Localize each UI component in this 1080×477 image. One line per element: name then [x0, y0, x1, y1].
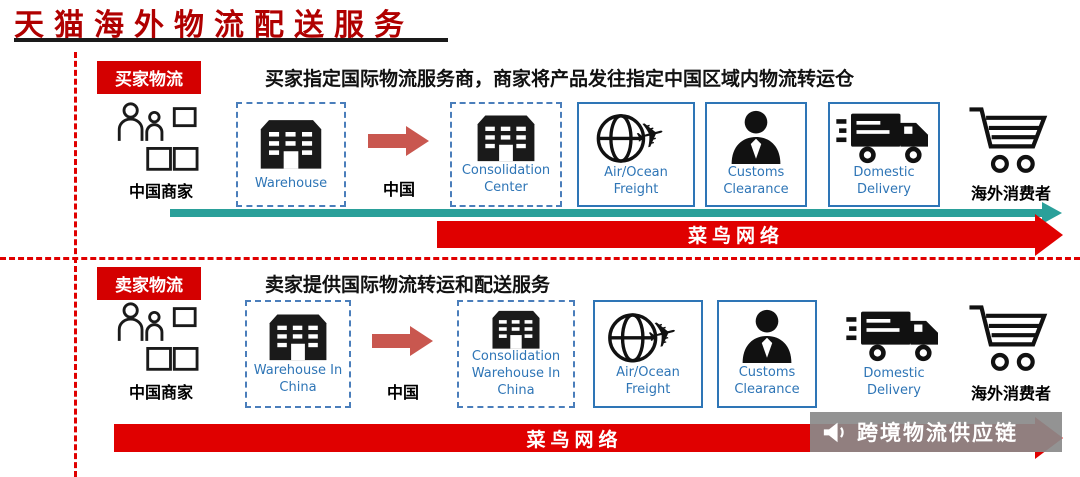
- overseas-consumer-label: 海外消费者: [970, 184, 1051, 203]
- china-merchant-label: 中国商家: [128, 383, 193, 402]
- warehouse-in-china-box: Warehouse In China: [245, 300, 351, 408]
- consolidation-warehouse-label: Consolidation Warehouse In China: [471, 349, 561, 399]
- air-ocean-freight-box: ✈ Air/Ocean Freight: [593, 300, 703, 408]
- domestic-delivery-node: Domestic Delivery: [838, 300, 950, 408]
- delivery-truck-icon: [836, 113, 928, 164]
- consolidation-center-label: Consolidation Center: [461, 163, 551, 196]
- warehouse-building-icon: [260, 120, 322, 169]
- china-merchant-label: 中国商家: [128, 182, 193, 201]
- overseas-consumer-node: [960, 100, 1062, 178]
- seller-logistics-description: 卖家提供国际物流转运和配送服务: [265, 274, 551, 296]
- domestic-delivery-label: Domestic Delivery: [853, 165, 915, 198]
- warehouse-label: Warehouse: [254, 176, 328, 192]
- warehouse-box: Warehouse: [236, 102, 346, 207]
- overseas-consumer-node: [960, 298, 1062, 376]
- people-with-boxes-icon: [117, 102, 199, 171]
- china-merchant-node: [106, 300, 216, 376]
- teal-flow-arrow: [170, 209, 1042, 217]
- warehouse-building-icon: [477, 115, 535, 161]
- customs-clearance-box: Customs Clearance: [705, 102, 807, 207]
- watermark: 跨境物流供应链: [810, 412, 1062, 452]
- watermark-text: 跨境物流供应链: [857, 421, 1018, 445]
- china-merchant-node: [106, 100, 216, 176]
- warehouse-in-china-label: Warehouse In China: [253, 363, 343, 396]
- left-dashed-line: [74, 52, 77, 477]
- seller-logistics-badge: 卖家物流: [97, 267, 201, 300]
- globe-plane-icon: ✈: [596, 112, 670, 163]
- cainiao-network-label: 菜鸟网络: [526, 428, 623, 451]
- delivery-truck-icon: [846, 312, 938, 362]
- consolidation-warehouse-box: Consolidation Warehouse In China: [457, 300, 575, 408]
- air-ocean-freight-label: Air/Ocean Freight: [604, 165, 668, 198]
- people-with-boxes-icon: [117, 302, 199, 371]
- cainiao-network-label: 菜鸟网络: [687, 225, 784, 247]
- warehouse-building-icon: [492, 310, 540, 349]
- officer-silhouette-icon: [742, 310, 792, 364]
- officer-silhouette-icon: [731, 111, 781, 165]
- page-title: 天猫海外物流配送服务: [14, 8, 414, 43]
- customs-clearance-box: Customs Clearance: [717, 300, 817, 408]
- domestic-delivery-box: Domestic Delivery: [828, 102, 940, 207]
- shopping-cart-icon: [969, 107, 1048, 173]
- domestic-delivery-label: Domestic Delivery: [863, 365, 925, 398]
- section-divider-dashed-line: [0, 257, 1080, 260]
- buyer-logistics-description: 买家指定国际物流服务商，商家将产品发往指定中国区域内物流转运仓: [265, 68, 855, 90]
- cainiao-network-arrow: 菜鸟网络: [437, 221, 1035, 248]
- consolidation-center-box: Consolidation Center: [450, 102, 562, 207]
- air-ocean-freight-label: Air/Ocean Freight: [616, 365, 680, 398]
- globe-plane-icon: ✈: [608, 311, 682, 363]
- title-underline: [14, 38, 448, 42]
- shopping-cart-icon: [969, 305, 1048, 371]
- right-block-arrow-icon: [368, 126, 429, 156]
- china-label: 中国: [386, 383, 419, 402]
- air-ocean-freight-box: ✈ Air/Ocean Freight: [577, 102, 695, 207]
- customs-clearance-label: Customs Clearance: [734, 364, 800, 397]
- right-block-arrow-icon: [372, 326, 433, 356]
- buyer-logistics-badge: 买家物流: [97, 61, 201, 94]
- warehouse-building-icon: [269, 314, 327, 360]
- china-label: 中国: [382, 180, 415, 199]
- customs-clearance-label: Customs Clearance: [723, 164, 789, 197]
- megaphone-icon: [823, 422, 844, 443]
- overseas-consumer-label: 海外消费者: [970, 384, 1051, 403]
